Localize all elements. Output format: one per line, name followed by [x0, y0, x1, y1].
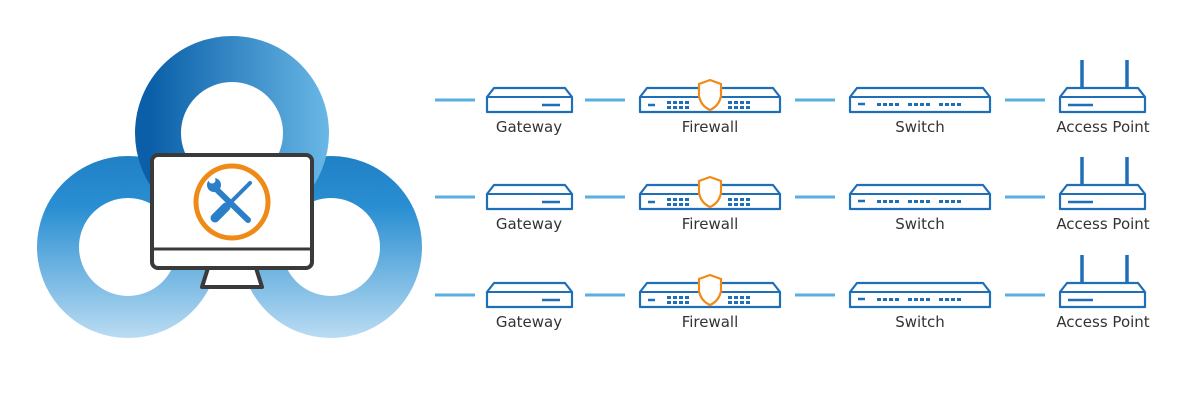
gateway-icon: [485, 281, 574, 309]
device-label: Switch: [895, 118, 945, 136]
firewall-icon: [638, 78, 782, 114]
firewall-icon: [638, 175, 782, 211]
switch-icon: [848, 183, 992, 211]
shield-icon: [697, 273, 723, 307]
device-label: Firewall: [681, 313, 739, 331]
device-label: Switch: [895, 313, 945, 331]
switch-icon: [848, 86, 992, 114]
device-label: Access Point: [1056, 313, 1150, 331]
switch-icon: [848, 281, 992, 309]
device-label: Switch: [895, 215, 945, 233]
device-chain-row: [435, 60, 1147, 114]
firewall-icon: [638, 273, 782, 309]
device-label: Firewall: [681, 118, 739, 136]
device-label: Gateway: [495, 118, 563, 136]
device-label: Gateway: [495, 215, 563, 233]
device-label: Firewall: [681, 215, 739, 233]
shield-icon: [697, 175, 723, 209]
device-label: Gateway: [495, 313, 563, 331]
gateway-icon: [485, 183, 574, 211]
access-point-icon: [1058, 157, 1147, 211]
tools-icon: [193, 163, 271, 241]
access-point-icon: [1058, 60, 1147, 114]
gateway-icon: [485, 86, 574, 114]
device-label: Access Point: [1056, 215, 1150, 233]
device-label: Access Point: [1056, 118, 1150, 136]
device-chain-row: [435, 157, 1147, 211]
access-point-icon: [1058, 255, 1147, 309]
device-chain-row: [435, 255, 1147, 309]
shield-icon: [697, 78, 723, 112]
